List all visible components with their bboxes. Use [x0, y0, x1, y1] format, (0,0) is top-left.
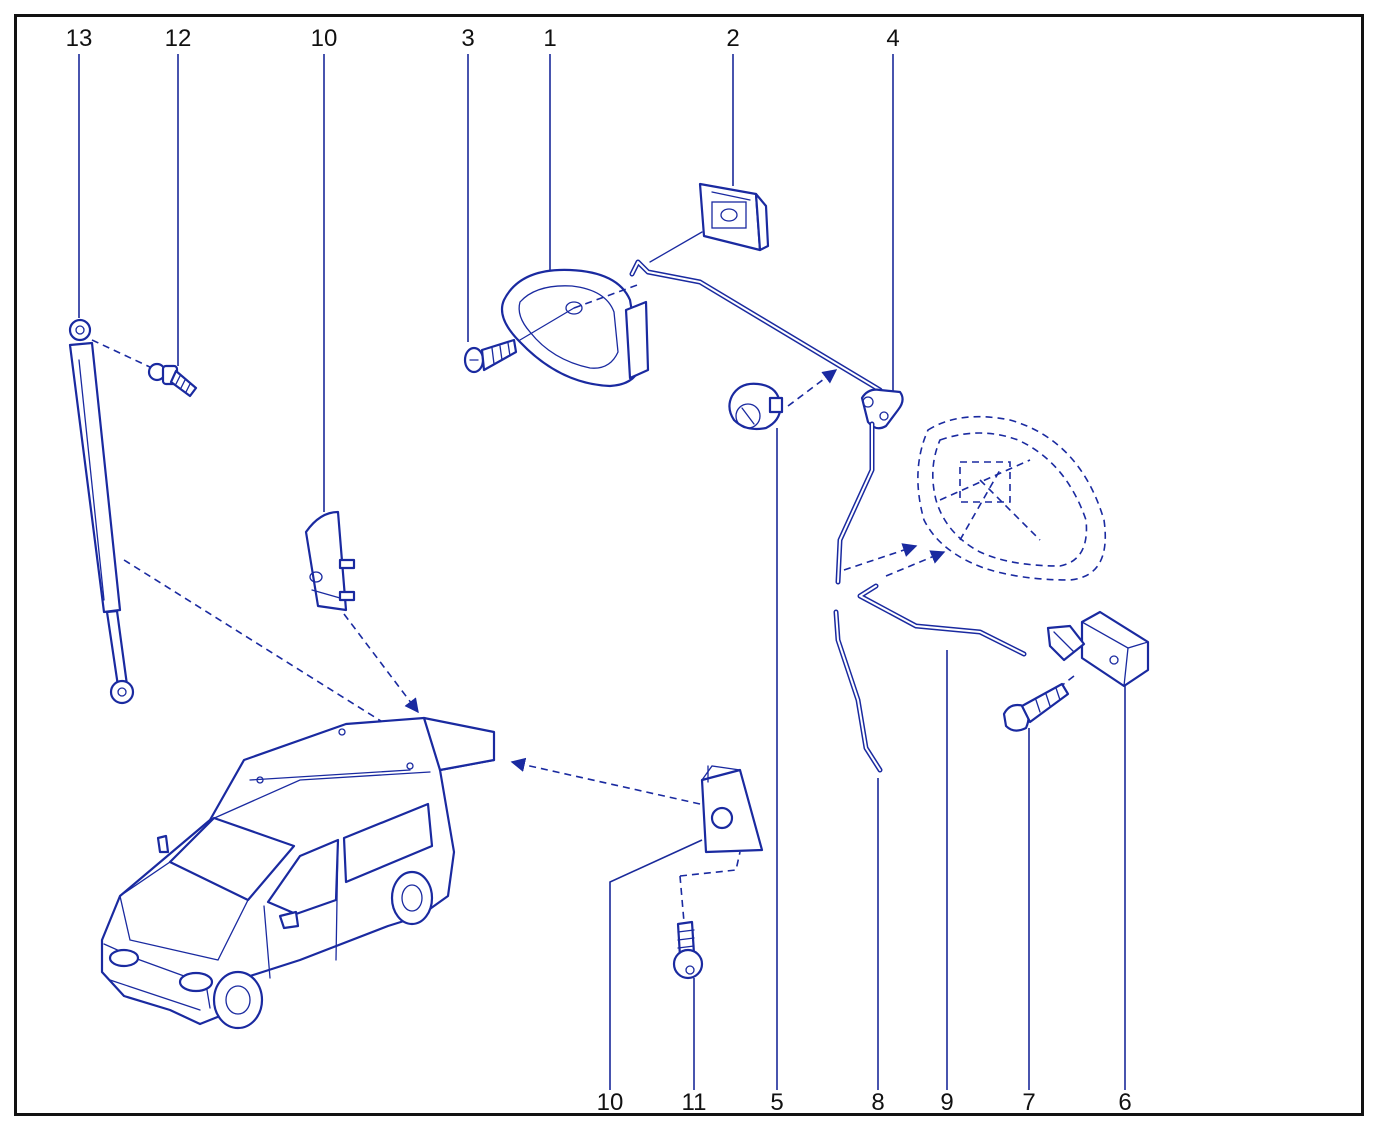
ball-stud-part-12: [91, 339, 198, 398]
bolt-part-7: [1002, 675, 1075, 732]
callout-10-top: 10: [311, 25, 338, 52]
rod-part-8: [833, 609, 883, 773]
escutcheon-part-10-bottom: [510, 757, 764, 877]
vehicle-illustration: [100, 559, 496, 1030]
clip-part-2: [649, 182, 770, 263]
rod-part-9: [857, 583, 1027, 657]
callout-8: 8: [871, 1089, 884, 1116]
screw-part-11: [672, 875, 704, 980]
screw-part-3: [463, 338, 518, 374]
callout-12: 12: [165, 25, 192, 52]
upper-rod: [629, 259, 883, 393]
clip-part-5: [728, 369, 838, 431]
handle-part-1: [500, 268, 650, 388]
callout-labels-bottom: 10 11 5 8 9 7 6: [597, 1089, 1132, 1116]
callout-6: 6: [1118, 1089, 1131, 1116]
callout-11: 11: [682, 1089, 707, 1116]
vertical-rod: [835, 421, 875, 585]
callout-10-bottom: 10: [597, 1089, 624, 1116]
callout-7: 7: [1022, 1089, 1035, 1116]
callout-1: 1: [543, 25, 556, 52]
lock-mechanism-dashed: [843, 415, 1106, 581]
callout-13: 13: [66, 25, 93, 52]
actuator-part-6: [1046, 610, 1150, 688]
escutcheon-part-10-top: [304, 510, 356, 612]
callout-4: 4: [886, 25, 899, 52]
leader-lines: [78, 54, 1126, 1090]
callout-5: 5: [770, 1089, 783, 1116]
callout-labels-top: 13 12 10 3 1 2 4: [66, 25, 900, 52]
callout-2: 2: [726, 25, 739, 52]
callout-9: 9: [940, 1089, 953, 1116]
gas-strut-part-13: [68, 318, 135, 705]
bellcrank-part-4: [860, 388, 904, 430]
callout-3: 3: [461, 25, 474, 52]
